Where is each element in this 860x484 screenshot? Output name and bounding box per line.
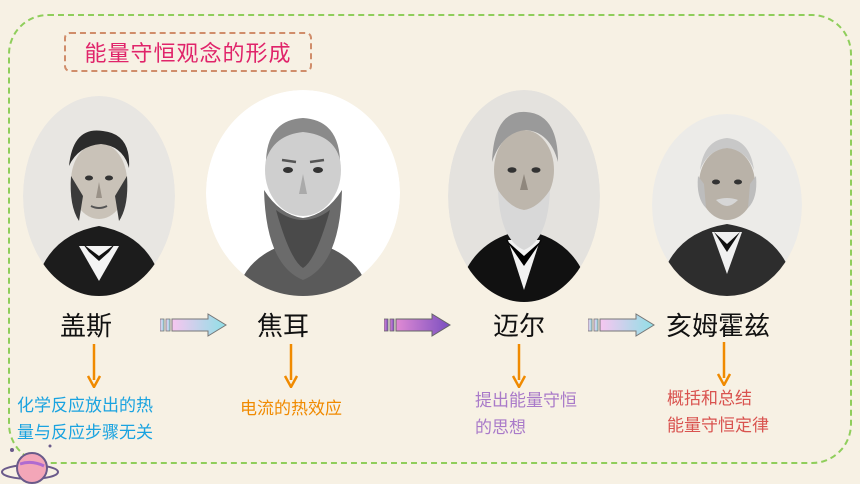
page-title: 能量守恒观念的形成 (84, 42, 292, 67)
desc-helmholtz: 概括和总结 能量守恒定律 (667, 386, 769, 440)
desc-helmholtz-line-2: 能量守恒定律 (667, 416, 769, 436)
portrait-helmholtz (652, 114, 802, 296)
portrait-hess (23, 96, 175, 296)
portrait-mayer-image (448, 90, 600, 302)
portrait-hess-image (23, 96, 175, 296)
flow-arrow-2-icon (384, 313, 451, 337)
desc-joule-line-1: 电流的热效应 (240, 399, 342, 419)
down-arrow-2-icon (284, 344, 298, 388)
desc-joule: 电流的热效应 (240, 396, 342, 423)
portrait-mayer (448, 90, 600, 302)
down-arrow-3-icon (512, 344, 526, 388)
name-joule: 焦耳 (257, 312, 310, 342)
desc-hess-line-2: 量与反应步骤无关 (17, 423, 153, 443)
name-helmholtz: 亥姆霍兹 (666, 312, 771, 342)
desc-hess: 化学反应放出的热 量与反应步骤无关 (17, 393, 153, 447)
planet-icon (1, 444, 59, 484)
desc-mayer: 提出能量守恒 的思想 (475, 388, 577, 442)
name-mayer: 迈尔 (493, 312, 546, 342)
content-frame (8, 14, 852, 464)
flow-arrow-3-icon (588, 313, 655, 337)
desc-hess-line-1: 化学反应放出的热 (17, 396, 153, 416)
portrait-helmholtz-image (652, 114, 802, 296)
name-hess: 盖斯 (60, 312, 113, 342)
title-box: 能量守恒观念的形成 (64, 32, 312, 72)
desc-mayer-line-1: 提出能量守恒 (475, 391, 577, 411)
desc-mayer-line-2: 的思想 (475, 418, 526, 438)
down-arrow-4-icon (717, 342, 731, 386)
down-arrow-1-icon (87, 344, 101, 388)
portrait-joule-image (206, 90, 400, 296)
portrait-joule (206, 90, 400, 296)
desc-helmholtz-line-1: 概括和总结 (667, 389, 752, 409)
flow-arrow-1-icon (160, 313, 227, 337)
